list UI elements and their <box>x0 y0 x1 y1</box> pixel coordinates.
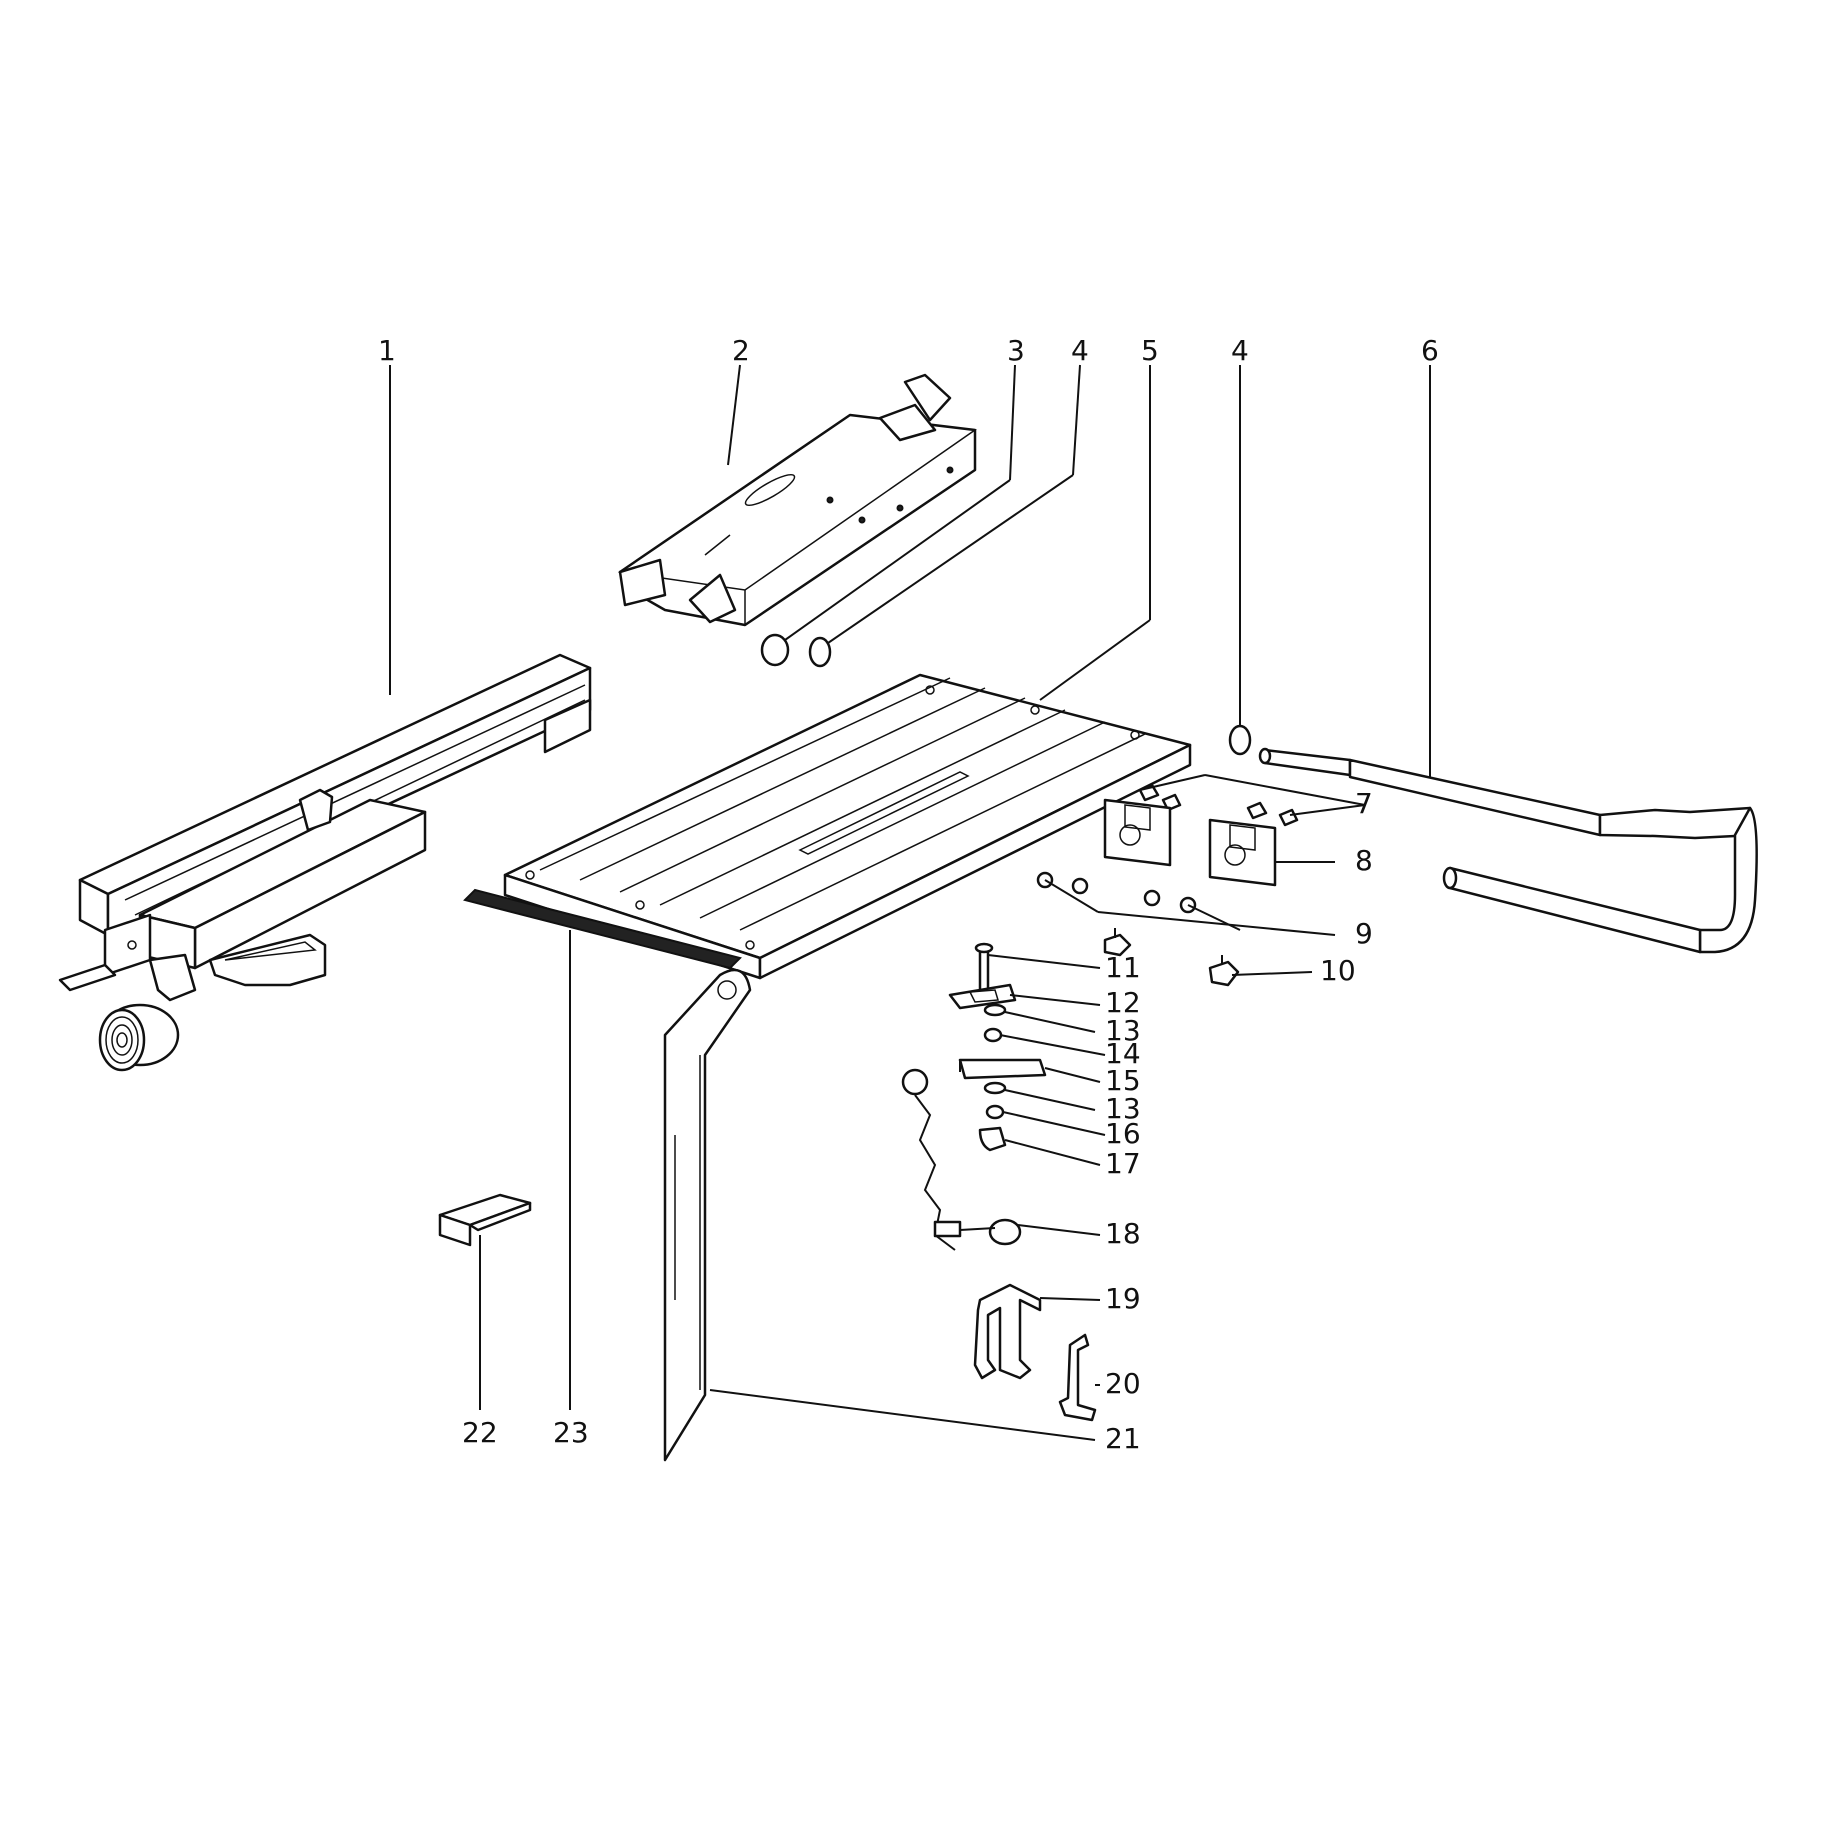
label-part-2: 2 <box>732 334 750 367</box>
part-19-double-hook <box>973 1283 1042 1380</box>
part-9-nuts <box>1036 871 1197 914</box>
part-6-support-bar <box>1258 747 1758 954</box>
label-part-3: 3 <box>1007 334 1025 367</box>
label-part-21: 21 <box>1105 1422 1141 1455</box>
part-21-riving-knife <box>663 968 752 1462</box>
label-part-23: 23 <box>553 1416 589 1449</box>
label-part-1: 1 <box>378 334 396 367</box>
label-part-20: 20 <box>1105 1367 1141 1400</box>
part-3-nut <box>760 633 790 667</box>
part-4-washer <box>808 636 832 668</box>
label-part-19: 19 <box>1105 1282 1141 1315</box>
label-part-16: 16 <box>1105 1117 1141 1150</box>
part-1-rip-fence <box>58 653 592 1072</box>
part-16-nut <box>985 1104 1005 1120</box>
leader-lines <box>389 364 1431 1441</box>
part-18-chain-key <box>901 1068 1022 1251</box>
label-part-8: 8 <box>1355 844 1373 877</box>
label-part-10: 10 <box>1320 954 1356 987</box>
label-part-22: 22 <box>462 1416 498 1449</box>
part-8-brackets <box>1103 798 1277 887</box>
label-part-18: 18 <box>1105 1217 1141 1250</box>
label-part-6: 6 <box>1421 334 1439 367</box>
part-23-scale-strip <box>463 888 742 970</box>
part-7-screws <box>1138 783 1299 827</box>
part-13-washer-a <box>983 1003 1007 1017</box>
part-10-wing-knobs <box>1103 928 1240 987</box>
part-15-clip <box>958 1058 1047 1080</box>
part-number-labels: 1 2 3 4 5 4 6 7 8 9 10 11 12 13 14 15 13… <box>378 334 1439 1455</box>
label-part-9: 9 <box>1355 917 1373 950</box>
label-part-4-right: 4 <box>1231 334 1249 367</box>
label-part-7: 7 <box>1355 787 1373 820</box>
label-part-12: 12 <box>1105 986 1141 1019</box>
part-14-nut <box>983 1027 1003 1043</box>
part-13-washer-b <box>983 1081 1007 1095</box>
part-22-angle-bracket <box>438 1193 532 1247</box>
label-part-17: 17 <box>1105 1147 1141 1180</box>
part-12-clamp-plate <box>948 983 1017 1010</box>
label-part-13-b: 13 <box>1105 1092 1141 1125</box>
part-4-washer-right <box>1228 724 1252 756</box>
label-part-5: 5 <box>1141 334 1159 367</box>
part-17-hook <box>978 1126 1007 1152</box>
part-2-blade-guard <box>617 373 978 627</box>
label-part-13-a: 13 <box>1105 1014 1141 1047</box>
part-5-table-top <box>503 673 1192 980</box>
part-20-j-hook <box>1058 1333 1097 1422</box>
label-part-11: 11 <box>1105 951 1141 984</box>
label-part-4: 4 <box>1071 334 1089 367</box>
label-part-14: 14 <box>1105 1037 1141 1070</box>
label-part-15: 15 <box>1105 1064 1141 1097</box>
